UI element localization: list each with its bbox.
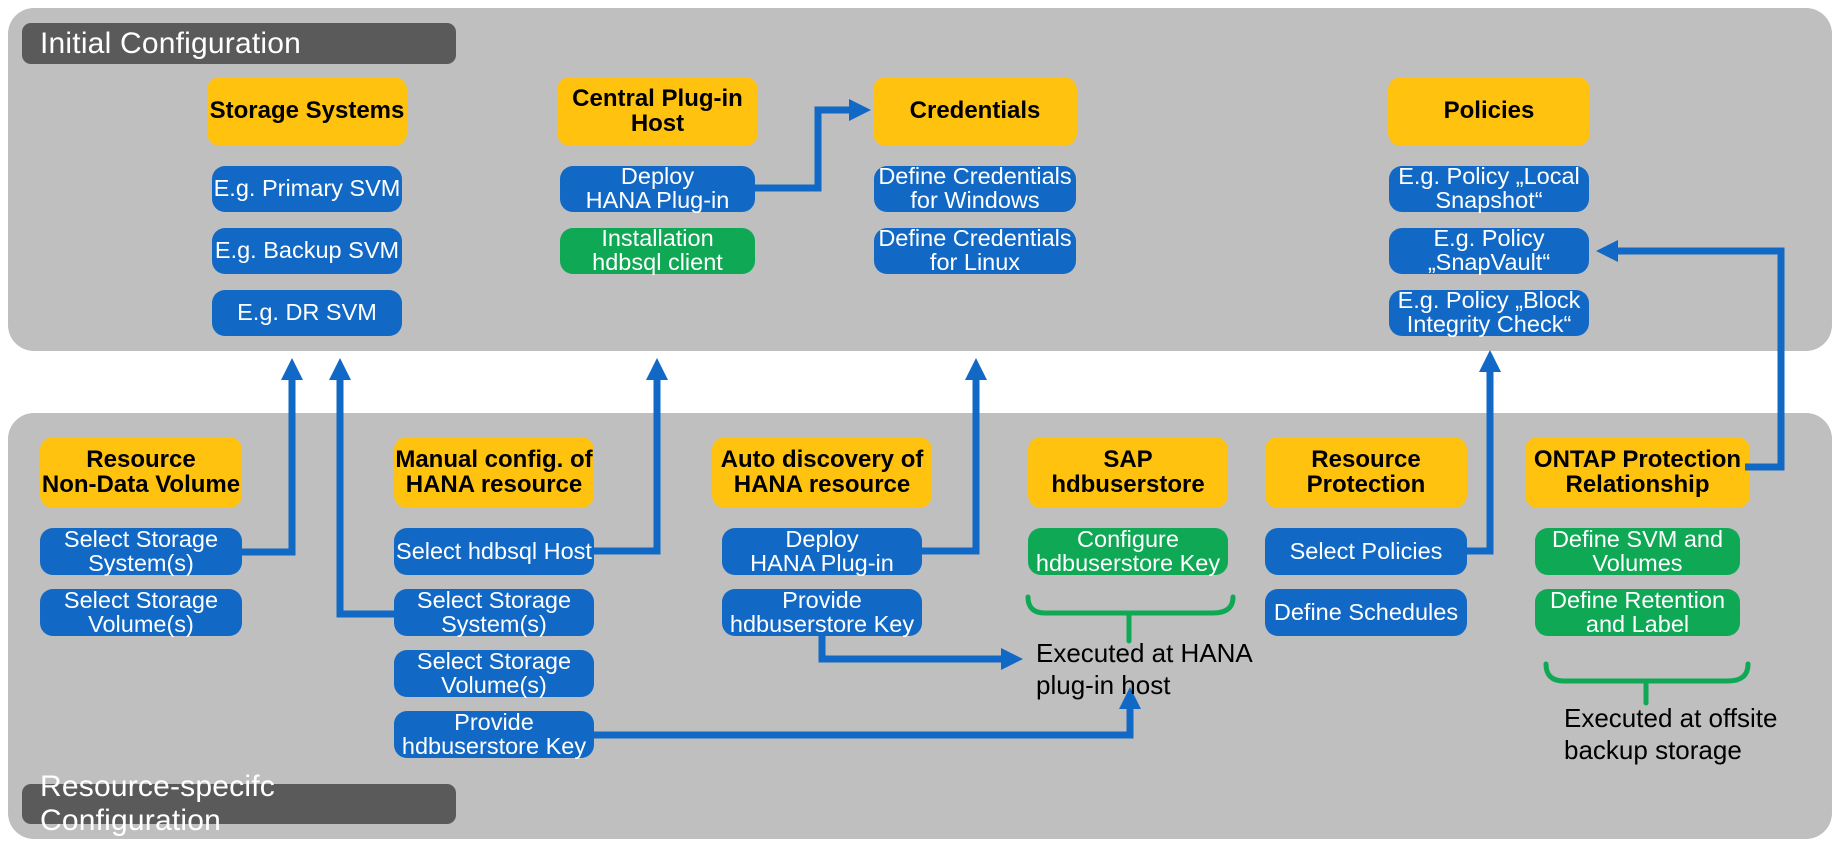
- ontap-protection-relationship-step-1: Define SVM and Volumes: [1535, 527, 1740, 575]
- credentials-header: Credentials: [873, 77, 1077, 146]
- auto-discovery-hana-step-1: Deploy HANA Plug-in: [722, 527, 922, 575]
- resource-protection-step-2: Define Schedules: [1265, 589, 1467, 636]
- ontap-protection-relationship-step-2: Define Retention and Label: [1535, 588, 1740, 636]
- resource-specific-configuration-title: Resource-specifc Configuration: [22, 770, 456, 837]
- manual-config-hana-step-3: Select Storage Volume(s): [394, 649, 594, 697]
- storage-systems-header: Storage Systems: [207, 77, 407, 146]
- storage-systems-step-3: E.g. DR SVM: [212, 290, 402, 336]
- storage-systems-step-1: E.g. Primary SVM: [212, 166, 402, 212]
- policies-header: Policies: [1388, 77, 1590, 146]
- policies-step-1: E.g. Policy „Local Snapshot“: [1389, 164, 1589, 212]
- ontap-protection-relationship-header: ONTAP Protection Relationship: [1525, 437, 1750, 508]
- sap-hdbuserstore-step-1: Configure hdbuserstore Key: [1028, 527, 1228, 575]
- central-plugin-host-step-2: Installation hdbsql client: [560, 226, 755, 274]
- resource-protection-header: Resource Protection: [1265, 437, 1467, 508]
- manual-config-hana-step-1: Select hdbsql Host: [394, 528, 594, 575]
- resource-non-data-volume-step-1: Select Storage System(s): [40, 527, 242, 575]
- policies-step-2: E.g. Policy „SnapVault“: [1389, 226, 1589, 274]
- central-plugin-host-header: Central Plug-in Host: [557, 77, 758, 146]
- credentials-step-1: Define Credentials for Windows: [874, 164, 1076, 212]
- resource-non-data-volume-step-2: Select Storage Volume(s): [40, 588, 242, 636]
- auto-discovery-hana-header: Auto discovery of HANA resource: [712, 437, 932, 508]
- policies-step-3: E.g. Policy „Block Integrity Check“: [1389, 288, 1589, 336]
- manual-config-hana-step-2: Select Storage System(s): [394, 588, 594, 636]
- caption-executed-at-offsite-backup: Executed at offsite backup storage: [1564, 703, 1778, 765]
- storage-systems-step-2: E.g. Backup SVM: [212, 228, 402, 274]
- auto-discovery-hana-step-2: Provide hdbuserstore Key: [722, 588, 922, 636]
- sap-hdbuserstore-header: SAP hdbuserstore: [1028, 437, 1228, 508]
- initial-configuration-title: Initial Configuration: [22, 23, 456, 64]
- caption-executed-at-hana-plugin-host: Executed at HANA plug-in host: [1036, 638, 1253, 700]
- credentials-step-2: Define Credentials for Linux: [874, 226, 1076, 274]
- central-plugin-host-step-1: Deploy HANA Plug-in: [560, 164, 755, 212]
- manual-config-hana-header: Manual config. of HANA resource: [394, 437, 594, 508]
- manual-config-hana-step-4: Provide hdbuserstore Key: [394, 710, 594, 758]
- resource-protection-step-1: Select Policies: [1265, 528, 1467, 575]
- resource-non-data-volume-header: Resource Non-Data Volume: [40, 437, 242, 508]
